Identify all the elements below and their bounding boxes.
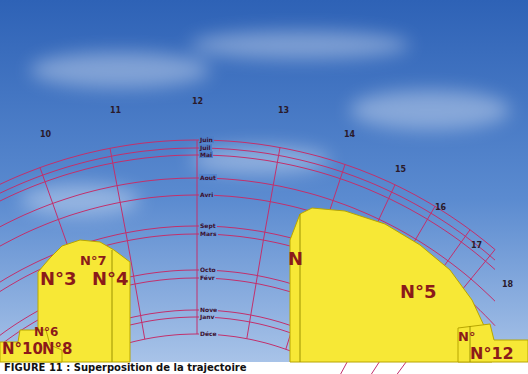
- month-label: Sept: [199, 222, 217, 229]
- month-label: Nove: [199, 306, 218, 313]
- mask-number: N°: [458, 330, 475, 344]
- hour-label: 18: [502, 280, 513, 290]
- month-label: Déce: [199, 330, 218, 337]
- mask-left: [38, 240, 130, 362]
- sun-path-arc: [0, 178, 495, 301]
- hour-label: 12: [192, 97, 203, 107]
- month-label: Octo: [199, 266, 217, 273]
- hour-label: 11: [110, 106, 121, 116]
- mask-number: N°6: [34, 326, 58, 339]
- month-label: Févr: [199, 274, 216, 281]
- clouds: [20, 31, 510, 216]
- sun-path-grid: [0, 140, 495, 374]
- mask-edges: [112, 214, 470, 362]
- hour-label: 15: [395, 165, 406, 175]
- month-label: Juil: [199, 144, 212, 151]
- mask-number: N°12: [470, 346, 514, 363]
- sky-ground: [0, 0, 528, 362]
- hour-label: 17: [471, 241, 482, 251]
- mask-number: N°3: [40, 270, 77, 289]
- figure-caption: FIGURE 11 : Superposition de la trajecto…: [4, 362, 247, 373]
- hour-label: 16: [435, 203, 446, 213]
- hour-label: 14: [344, 130, 355, 140]
- hour-label: 10: [40, 130, 51, 140]
- hour-label: 13: [278, 106, 289, 116]
- month-label: Aout: [199, 174, 217, 181]
- obstruction-masks: [0, 208, 528, 362]
- mask-right: [458, 324, 528, 362]
- sun-path-arc: [0, 140, 495, 250]
- hour-line: [247, 148, 280, 339]
- mask-number: N: [288, 250, 303, 269]
- mask-number: N°5: [400, 283, 437, 302]
- month-label: Mai: [199, 151, 213, 158]
- month-label: Juin: [199, 136, 214, 143]
- month-label: Janv: [199, 313, 215, 320]
- month-label: Mars: [199, 230, 218, 237]
- mask-number: N°7: [80, 254, 106, 268]
- mask-centre: [290, 208, 492, 362]
- month-label: Avri: [199, 191, 214, 198]
- mask-number: N°4: [92, 270, 129, 289]
- mask-number: N°8: [42, 342, 73, 358]
- mask-number: N°10: [2, 342, 43, 358]
- hour-line: [197, 140, 198, 334]
